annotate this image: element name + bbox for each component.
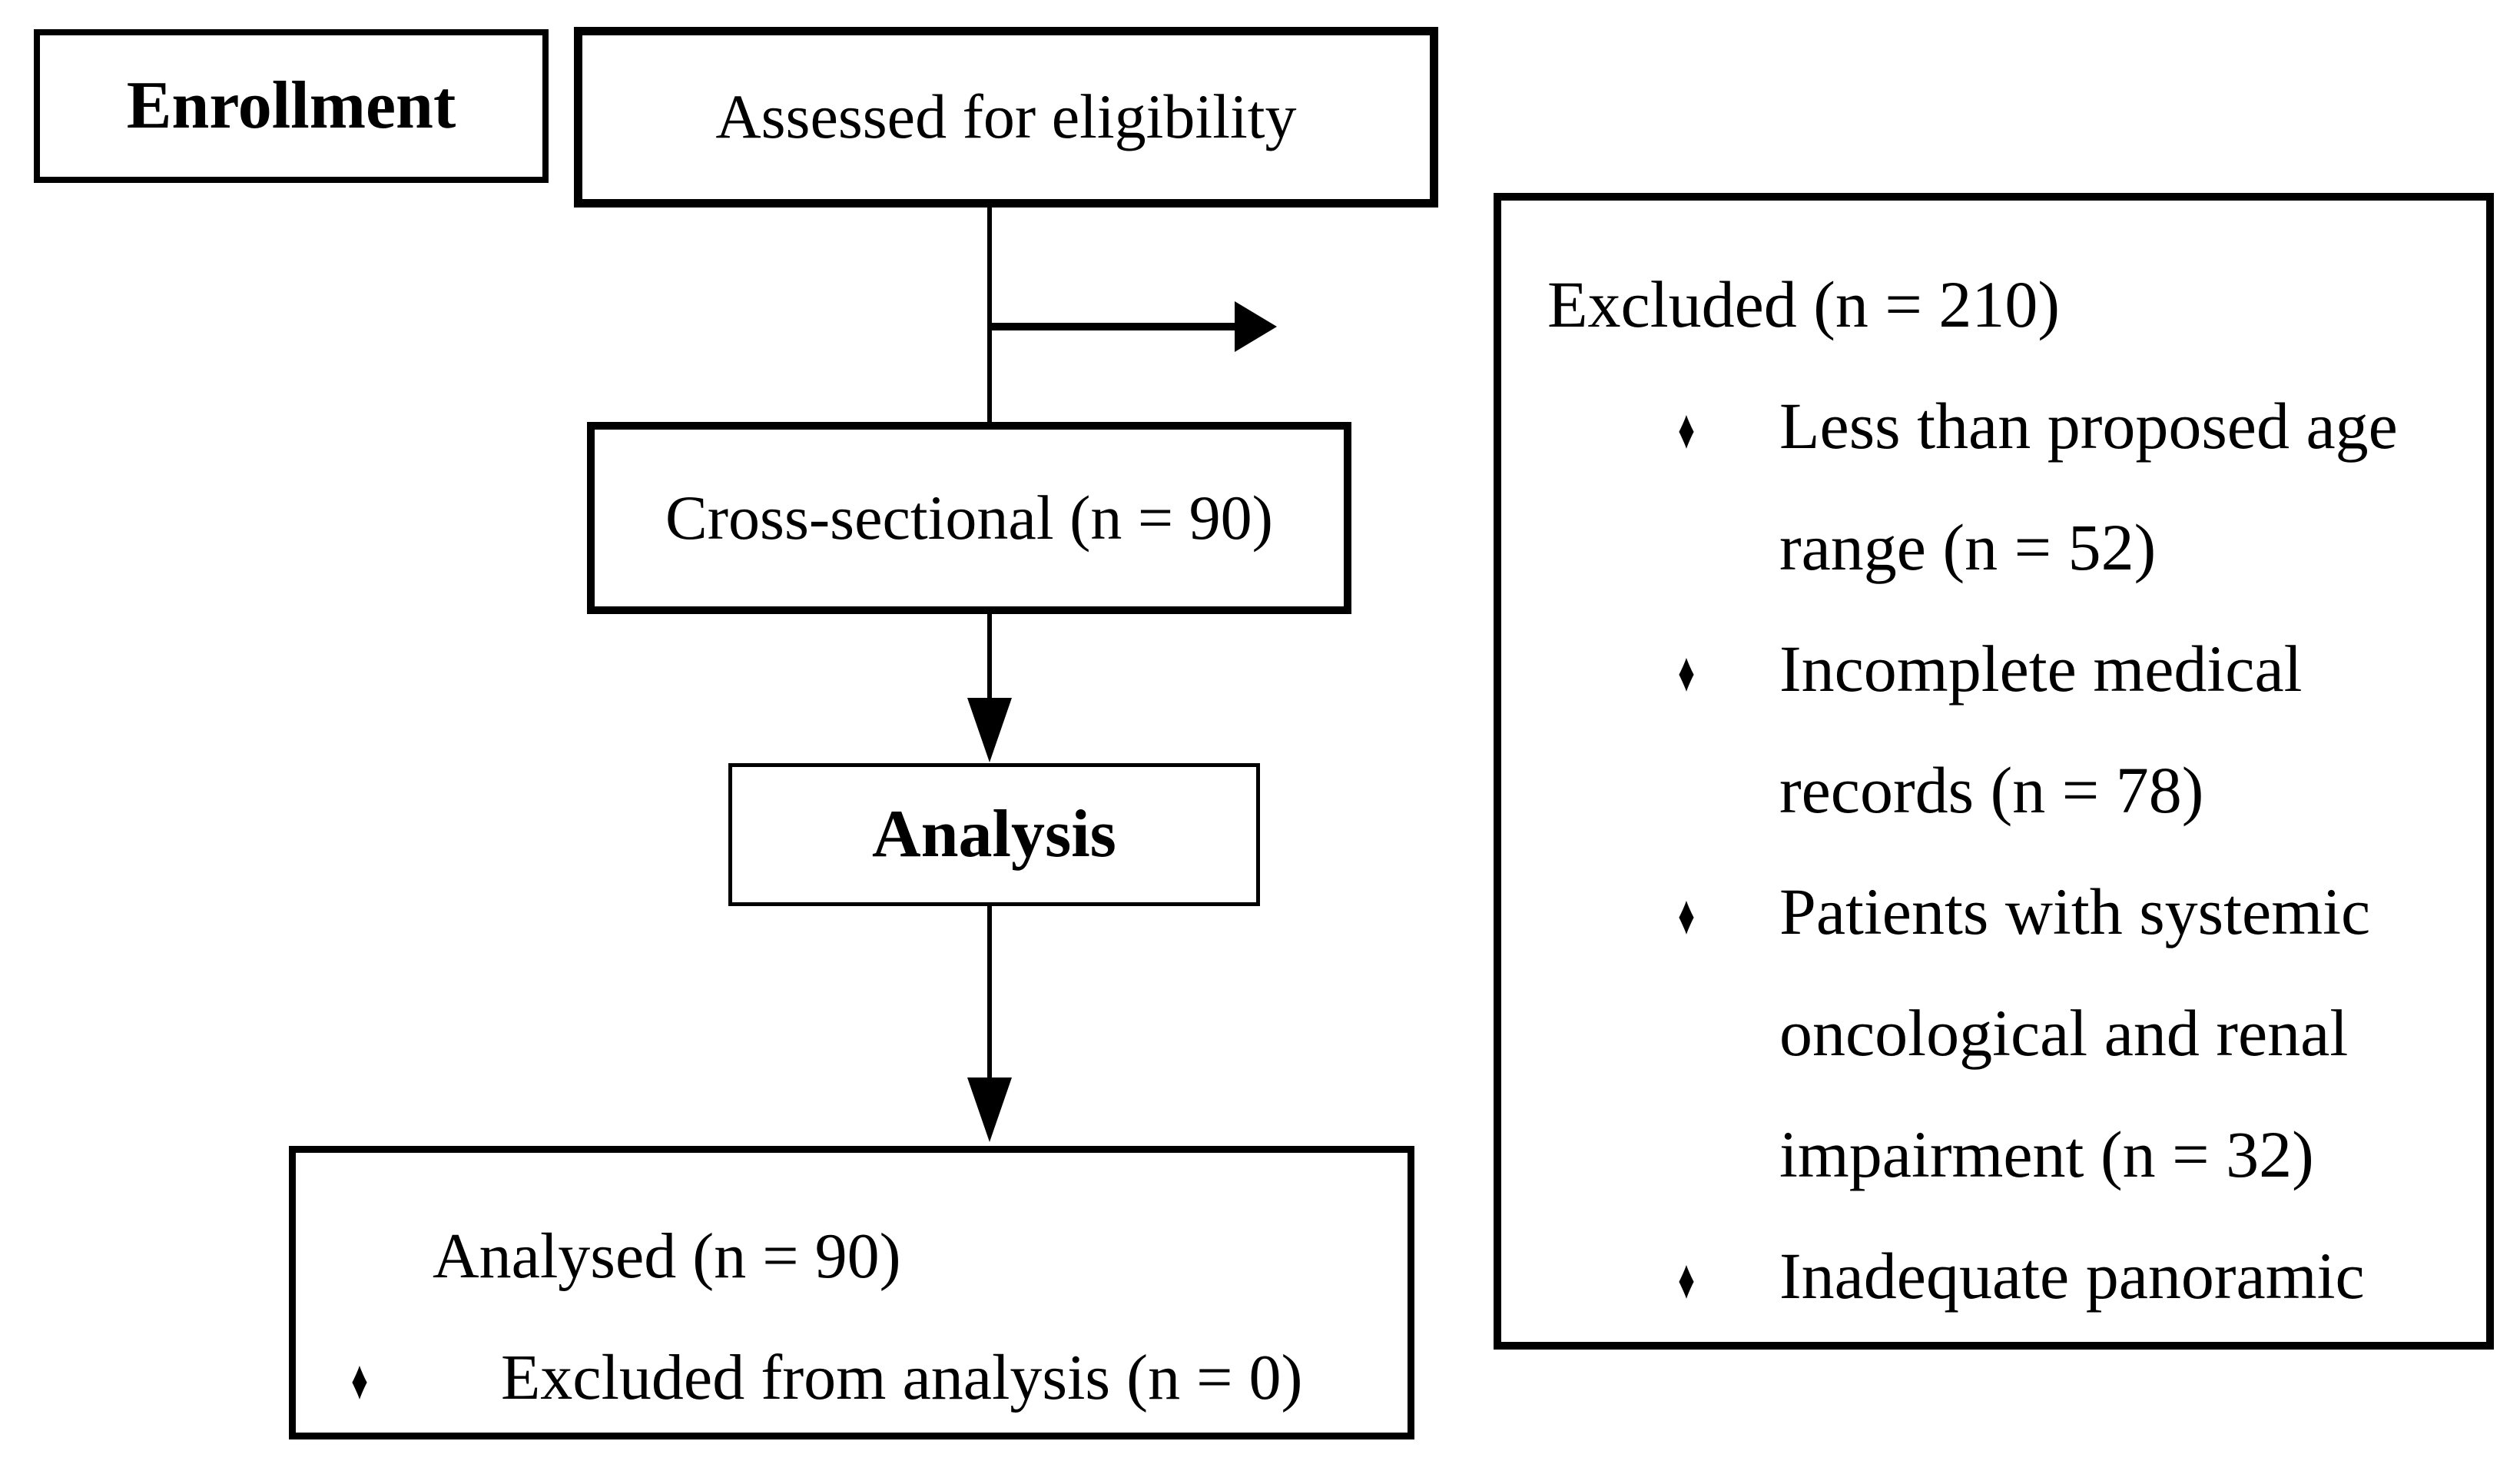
analysis-label: Analysis: [872, 797, 1116, 872]
connector-cross-to-analysis: [987, 613, 992, 701]
excluded-title: Excluded (n = 210): [1547, 267, 2061, 341]
cross-sectional-label: Cross-sectional (n = 90): [665, 482, 1273, 553]
analysed-bullet-row: ♦ Excluded from analysis (n = 0): [296, 1320, 1392, 1438]
connector-analysis-to-analysed: [987, 905, 992, 1080]
bullet-cell: ♦: [351, 1320, 501, 1438]
excluded-item-text: Incomplete medical records (n = 78): [1779, 632, 2303, 827]
diamond-bullet-icon: ♦: [351, 1350, 369, 1411]
branch-arrow-shaft: [990, 323, 1238, 330]
excluded-item-text: Inadequate panoramic: [1779, 1239, 2365, 1313]
diamond-bullet-icon: ♦: [1678, 885, 1696, 946]
down-arrowhead-icon: [967, 698, 1012, 762]
excluded-item-text: Patients with systemic oncological and r…: [1779, 875, 2371, 1191]
enrollment-label: Enrollment: [126, 68, 456, 144]
excluded-item: ♦ Less than proposed age range (n = 52): [1547, 365, 2463, 608]
enrollment-stage-box: Enrollment: [34, 29, 549, 183]
bullet-cell: ♦: [1678, 365, 1779, 490]
diamond-bullet-icon: ♦: [1678, 399, 1696, 460]
connector-assessed-to-cross: [987, 206, 992, 423]
right-arrowhead-icon: [1235, 301, 1277, 352]
excluded-box: Excluded (n = 210) ♦ Less than proposed …: [1494, 193, 2494, 1350]
assessed-label: Assessed for eligibility: [715, 81, 1297, 152]
bullet-cell: ♦: [1678, 851, 1779, 976]
analysed-bullet-text: Excluded from analysis (n = 0): [501, 1342, 1303, 1413]
down-arrowhead-icon: [967, 1077, 1012, 1142]
excluded-box-content: Excluded (n = 210) ♦ Less than proposed …: [1501, 201, 2486, 1340]
diamond-bullet-icon: ♦: [1678, 642, 1696, 703]
analysed-box: Analysed (n = 90) ♦ Excluded from analys…: [289, 1146, 1414, 1439]
assessed-for-eligibility-box: Assessed for eligibility: [574, 27, 1438, 208]
excluded-item: ♦ Patients with systemic oncological and…: [1547, 851, 2463, 1215]
analysis-stage-box: Analysis: [728, 763, 1260, 906]
analysed-title: Analysed (n = 90): [433, 1220, 901, 1292]
bullet-cell: ♦: [1678, 608, 1779, 733]
bullet-cell: ♦: [1678, 1215, 1779, 1340]
diamond-bullet-icon: ♦: [1678, 1249, 1696, 1310]
excluded-item: ♦ Incomplete medical records (n = 78): [1547, 608, 2463, 851]
cross-sectional-box: Cross-sectional (n = 90): [587, 422, 1351, 614]
excluded-item-text: Less than proposed age range (n = 52): [1779, 389, 2398, 584]
excluded-item: ♦ Inadequate panoramic: [1547, 1215, 2463, 1340]
analysed-box-content: Analysed (n = 90) ♦ Excluded from analys…: [296, 1153, 1408, 1438]
